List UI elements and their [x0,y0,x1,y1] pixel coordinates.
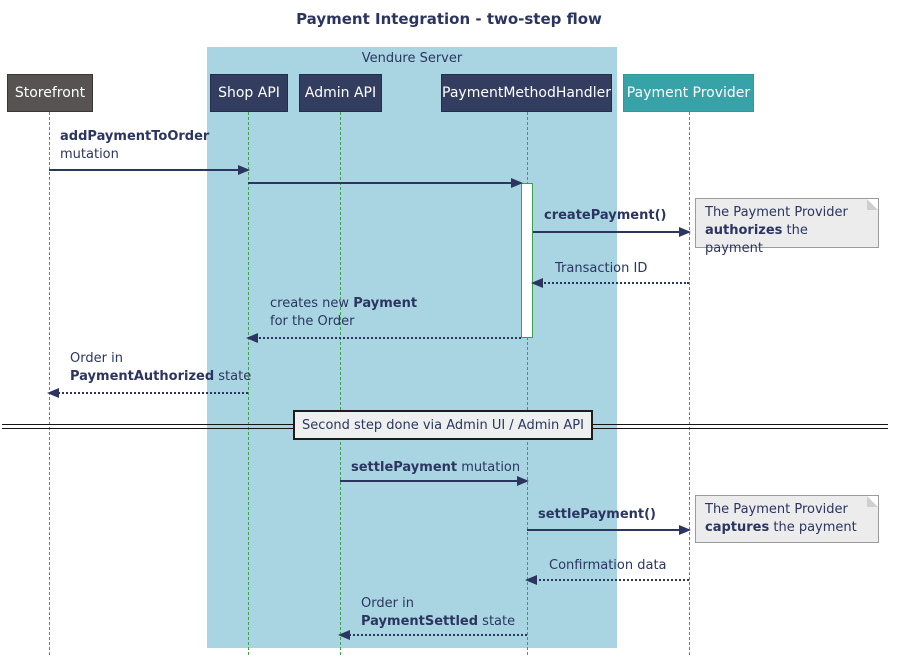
arrow-settle-payment-mutation [340,476,529,486]
message-text: state [478,614,516,629]
arrow-head-icon [679,227,691,237]
message-text-bold: PaymentAuthorized [70,369,215,384]
message-text-bold: createPayment() [544,208,667,223]
lifeline-admin-api [340,112,341,655]
arrow-head-icon [679,525,691,535]
participant-label: PaymentMethodHandler [442,85,611,101]
lifeline-payment-method-handler [527,112,528,655]
message-text: state [214,369,252,384]
message-create-payment: createPayment() [544,207,666,225]
lifeline-shop-api [248,112,249,655]
lifeline-payment-provider [689,112,690,655]
message-order-authorized: Order in PaymentAuthorized state [70,350,251,386]
message-text: Transaction ID [555,261,648,276]
arrow-order-authorized-return [47,388,248,398]
activation-bar [521,183,533,338]
arrow-head-icon [511,178,523,188]
arrow-add-payment-to-order [49,165,250,175]
participant-label: Admin API [304,85,377,101]
arrow-confirmation-return [525,575,689,585]
vendure-server-container [207,47,617,648]
note-text-bold: captures [705,520,770,535]
message-text-bold: settlePayment() [538,507,656,522]
arrow-order-settled-return [338,630,527,640]
arrow-head-icon [531,278,543,288]
message-text: for the Order [270,314,355,329]
message-confirmation-data: Confirmation data [549,557,667,575]
participant-label: Payment Provider [626,85,751,101]
message-text-bold: settlePayment [351,460,458,475]
participant-storefront: Storefront [7,74,93,112]
message-text-bold: Payment [353,296,418,311]
arrow-head-icon [238,165,250,175]
arrow-head-icon [47,388,59,398]
arrow-head-icon [525,575,537,585]
note-text: the payment [769,520,857,535]
divider-label: Second step done via Admin UI / Admin AP… [302,417,584,433]
vendure-server-label: Vendure Server [361,51,463,66]
message-add-payment-to-order: addPaymentToOrder mutation [60,128,209,164]
message-text: mutation [60,147,119,162]
note-captures: The Payment Provider captures the paymen… [695,495,879,543]
arrow-shop-api-to-handler [248,178,523,188]
participant-label: Shop API [218,85,280,101]
note-text-bold: authorizes [705,223,783,238]
arrow-head-icon [338,630,350,640]
note-authorizes: The Payment Provider authorizes the paym… [695,198,879,256]
message-order-settled: Order in PaymentSettled state [361,595,515,631]
arrow-create-payment [533,227,691,237]
participant-payment-provider: Payment Provider [623,74,754,112]
participant-payment-method-handler: PaymentMethodHandler [441,74,612,112]
message-text: mutation [457,460,521,475]
message-creates-payment: creates new Payment for the Order [270,295,417,331]
arrow-creates-payment-return [246,333,521,343]
arrow-settle-payment-call [527,525,691,535]
arrow-transaction-id-return [531,278,689,288]
message-settle-payment-call: settlePayment() [538,506,656,524]
divider: Second step done via Admin UI / Admin AP… [293,410,593,440]
message-settle-payment-mutation: settlePayment mutation [351,459,520,477]
message-text: Order in [361,596,414,611]
message-transaction-id: Transaction ID [555,260,647,278]
note-text: the payment [705,223,808,256]
participant-shop-api: Shop API [210,74,288,112]
participant-admin-api: Admin API [299,74,382,112]
message-text-bold: addPaymentToOrder [60,129,210,144]
arrow-head-icon [246,333,258,343]
lifeline-storefront [49,112,50,655]
message-text: creates new [270,296,354,311]
message-text: Confirmation data [549,558,667,573]
message-text-bold: PaymentSettled [361,614,479,629]
message-text: Order in [70,351,123,366]
arrow-head-icon [517,476,529,486]
diagram-title: Payment Integration - two-step flow [296,10,602,28]
note-text: The Payment Provider [705,205,848,220]
note-text: The Payment Provider [705,502,848,517]
participant-label: Storefront [14,85,86,101]
